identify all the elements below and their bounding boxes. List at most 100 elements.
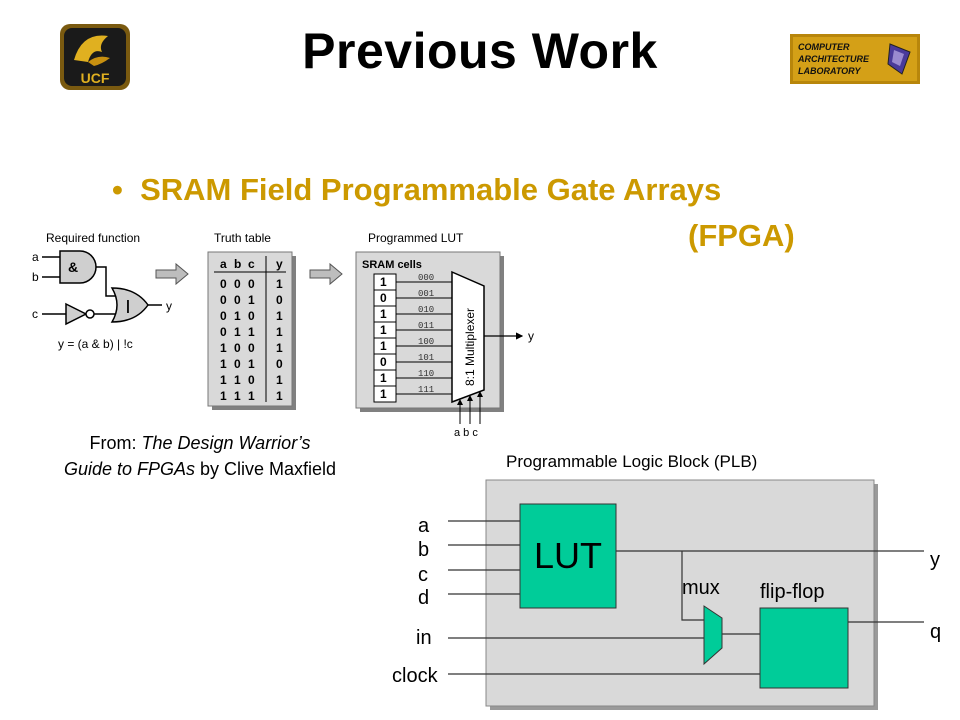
truth-table-cell: 0 bbox=[234, 357, 241, 371]
sram-cell-value: 1 bbox=[380, 275, 387, 289]
truth-table-cell: 1 bbox=[276, 373, 283, 387]
input-a-label: a bbox=[32, 250, 39, 264]
truth-table-cell: 0 bbox=[276, 293, 283, 307]
plb-flipflop-block bbox=[759, 607, 849, 689]
truth-table-cell: 1 bbox=[276, 341, 283, 355]
or-gate bbox=[110, 287, 149, 323]
truth-table-header: b bbox=[234, 257, 241, 271]
plb-output-q: q bbox=[930, 621, 941, 643]
citation-prefix: From: bbox=[89, 433, 142, 453]
ucf-logo-text: UCF bbox=[81, 70, 110, 86]
truth-table-cell: 0 bbox=[220, 293, 227, 307]
bullet-text-line-2: (FPGA) bbox=[688, 218, 795, 253]
truth-table-cell: 0 bbox=[220, 325, 227, 339]
multiplexer-label: 8:1 Multiplexer bbox=[463, 308, 477, 386]
multiplexer-8to1 bbox=[451, 270, 485, 404]
sram-cell-value: 1 bbox=[380, 339, 387, 353]
plb-mux bbox=[703, 605, 723, 666]
or-gate-symbol: | bbox=[126, 297, 130, 313]
truth-table-cell: 0 bbox=[248, 373, 255, 387]
bullet-text-line-1: SRAM Field Programmable Gate Arrays bbox=[140, 172, 722, 207]
plb-input-a: a bbox=[418, 515, 430, 537]
truth-table-cell: 1 bbox=[276, 277, 283, 291]
citation-line-1: From: The Design Warrior’s bbox=[0, 430, 400, 456]
mux-address-label: 011 bbox=[418, 321, 434, 331]
citation: From: The Design Warrior’s Guide to FPGA… bbox=[0, 430, 400, 482]
page-title: Previous Work bbox=[302, 23, 658, 79]
lab-logo: COMPUTER ARCHITECTURE LABORATORY bbox=[790, 34, 920, 84]
truth-table-cell: 0 bbox=[234, 341, 241, 355]
truth-table-cell: 1 bbox=[220, 389, 227, 403]
truth-table-label: Truth table bbox=[214, 231, 271, 245]
lab-logo-line-3: LABORATORY bbox=[798, 66, 862, 76]
truth-table-cell: 1 bbox=[248, 357, 255, 371]
input-b-label: b bbox=[32, 270, 39, 284]
truth-table-cell: 1 bbox=[234, 389, 241, 403]
plb-title: Programmable Logic Block (PLB) bbox=[506, 452, 758, 471]
arrow-to-truth-table bbox=[155, 262, 189, 286]
truth-table-cell: 1 bbox=[234, 309, 241, 323]
truth-table-cell: 0 bbox=[276, 357, 283, 371]
function-equation: y = (a & b) | !c bbox=[58, 337, 133, 351]
citation-book-line-1: The Design Warrior’s bbox=[141, 433, 311, 453]
citation-line-2: Guide to FPGAs by Clive Maxfield bbox=[0, 456, 400, 482]
mux-address-label: 111 bbox=[418, 385, 434, 395]
lab-logo-line-1: COMPUTER bbox=[798, 42, 850, 52]
mux-address-label: 100 bbox=[418, 337, 434, 347]
mux-address-label: 101 bbox=[418, 353, 434, 363]
plb-lut-block bbox=[519, 503, 617, 609]
truth-table-cell: 0 bbox=[248, 309, 255, 323]
truth-table-cell: 1 bbox=[234, 373, 241, 387]
sram-cell-value: 0 bbox=[380, 355, 387, 369]
truth-table-cell: 0 bbox=[248, 341, 255, 355]
truth-table-header: c bbox=[248, 257, 255, 271]
truth-table-cell: 1 bbox=[276, 389, 283, 403]
plb-flipflop-label: flip-flop bbox=[760, 581, 824, 603]
ucf-logo: UCF bbox=[58, 22, 132, 92]
and-gate-symbol: & bbox=[68, 259, 78, 275]
truth-table-cell: 1 bbox=[276, 309, 283, 323]
plb-input-clock: clock bbox=[392, 665, 439, 687]
sram-cell-value: 0 bbox=[380, 291, 387, 305]
required-function-label: Required function bbox=[46, 231, 140, 245]
truth-table-header: y bbox=[276, 257, 283, 271]
truth-table-cell: 0 bbox=[234, 277, 241, 291]
truth-table-cell: 1 bbox=[248, 293, 255, 307]
sram-cell-value: 1 bbox=[380, 323, 387, 337]
bullet-item: • SRAM Field Programmable Gate Arrays bbox=[112, 172, 721, 208]
input-c-label: c bbox=[32, 307, 38, 321]
sram-cells-label: SRAM cells bbox=[362, 259, 422, 271]
mux-address-label: 001 bbox=[418, 289, 434, 299]
plb-input-c: c bbox=[418, 564, 428, 586]
lut-output-label: y bbox=[528, 329, 534, 343]
truth-table-cell: 1 bbox=[220, 357, 227, 371]
select-lines-label: a b c bbox=[454, 427, 478, 439]
plb-lut-label: LUT bbox=[534, 535, 602, 576]
plb-input-d: d bbox=[418, 587, 429, 609]
mux-address-label: 010 bbox=[418, 305, 434, 315]
arrow-to-lut bbox=[309, 262, 343, 286]
citation-book-line-2: Guide to FPGAs bbox=[63, 459, 195, 479]
truth-table-cell: 1 bbox=[220, 373, 227, 387]
mux-address-label: 110 bbox=[418, 369, 434, 379]
truth-table-cell: 1 bbox=[248, 389, 255, 403]
truth-table-cell: 1 bbox=[276, 325, 283, 339]
plb-output-y: y bbox=[930, 549, 940, 571]
and-gate bbox=[59, 250, 97, 284]
plb-input-b: b bbox=[418, 539, 429, 561]
function-output-label: y bbox=[166, 299, 172, 313]
sram-cell-value: 1 bbox=[380, 371, 387, 385]
sram-cell-value: 1 bbox=[380, 387, 387, 401]
lab-logo-line-2: ARCHITECTURE bbox=[797, 54, 870, 64]
not-gate bbox=[65, 302, 88, 326]
truth-table-cell: 0 bbox=[220, 277, 227, 291]
sram-cell-value: 1 bbox=[380, 307, 387, 321]
truth-table-header: a bbox=[220, 257, 227, 271]
truth-table-cell: 0 bbox=[220, 309, 227, 323]
truth-table-cell: 0 bbox=[234, 293, 241, 307]
plb-input-in: in bbox=[416, 627, 432, 649]
mux-address-label: 000 bbox=[418, 273, 434, 283]
truth-table-cell: 1 bbox=[234, 325, 241, 339]
